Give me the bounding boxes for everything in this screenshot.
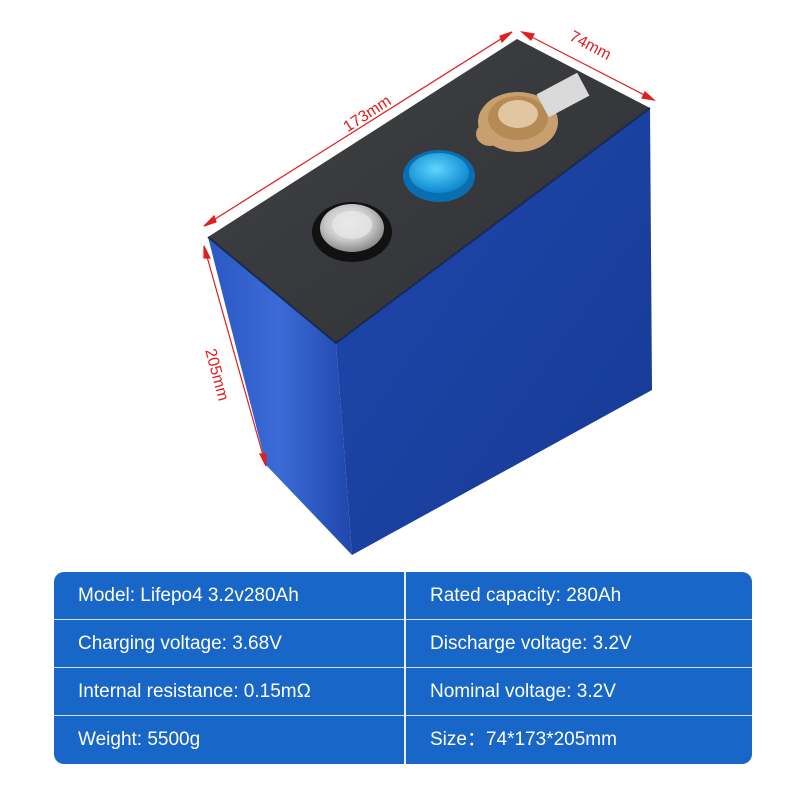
spec-size: Size：74*173*205mm: [430, 729, 617, 750]
positive-terminal-icon: [476, 92, 558, 152]
spec-model: Model: Lifepo4 3.2v280Ah: [54, 572, 404, 620]
table-column-divider: [404, 572, 406, 764]
safety-vent-icon: [403, 150, 475, 202]
label-sticker: [536, 72, 590, 118]
battery-side-face: [208, 237, 352, 555]
negative-terminal-icon: [312, 202, 392, 262]
dimension-height-marker: [203, 245, 267, 467]
spec-rated-capacity: Rated capacity: 280Ah: [404, 572, 752, 620]
dimension-height-label: 205mm: [201, 347, 231, 403]
battery-cell-illustration: 173mm 74mm 205mm: [201, 28, 656, 555]
battery-front-face: [336, 108, 652, 555]
spec-weight: Weight: 5500g: [78, 729, 201, 750]
spec-internal-resistance: Internal resistance: 0.15mΩ: [54, 668, 404, 716]
dimension-length-marker: [203, 31, 513, 227]
spec-charging-voltage: Charging voltage: 3.68V: [54, 620, 404, 668]
spec-discharge-voltage: Discharge voltage: 3.2V: [404, 620, 752, 668]
spec-nominal-voltage: Nominal voltage: 3.2V: [404, 668, 752, 716]
spec-table: Model: Lifepo4 3.2v280Ah Rated capacity:…: [54, 572, 752, 764]
dimension-width-marker: [520, 31, 656, 101]
